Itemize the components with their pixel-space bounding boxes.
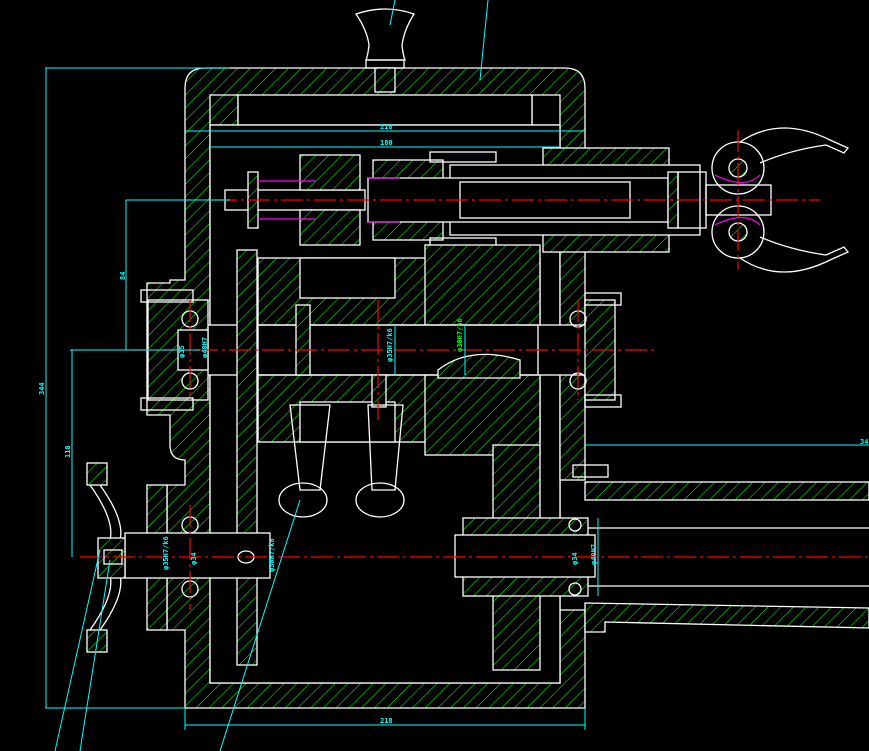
fit-shaft-left: φ40H7 [201, 337, 209, 358]
fit-shaft-mid: φ35H7/k6 [386, 328, 394, 362]
shift-knob [354, 8, 415, 93]
output-sleeve [584, 481, 869, 633]
dim-left-total: 344 [38, 382, 46, 395]
fit-lower-right-1: φ34 [571, 552, 579, 565]
fit-lower-right-2: φ40H7 [590, 544, 598, 565]
dimension-lines [45, 0, 869, 751]
centerlines [80, 130, 869, 610]
dim-top-inner: 180 [380, 139, 393, 147]
fit-lower-gear: φ30H7/k6 [268, 538, 276, 572]
fit-lower-left-2: φ34 [190, 552, 198, 565]
dim-right-offset: 34 [860, 438, 868, 446]
dim-left-lower: 118 [64, 445, 72, 458]
fit-bearing-left: φ35 [178, 345, 186, 358]
dim-bottom-width: 218 [380, 717, 393, 725]
left-gear [236, 249, 258, 666]
dim-left-upper: 84 [119, 272, 127, 280]
fit-gear: φ30H7/h6 [456, 318, 464, 352]
handwheel [86, 462, 126, 653]
shift-forks [278, 404, 405, 518]
fit-lower-left-1: φ35H7/k6 [162, 536, 170, 570]
dim-top-width: 218 [380, 123, 393, 131]
